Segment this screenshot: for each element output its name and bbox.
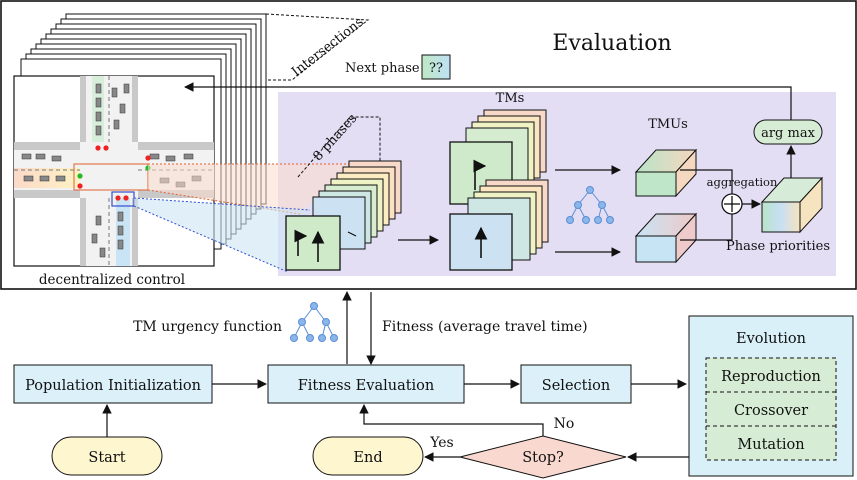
fitness-eval-label: Fitness Evaluation (298, 378, 435, 394)
tms-label: TMs (496, 91, 525, 106)
selection-label: Selection (542, 378, 610, 394)
population-init-box (13, 364, 213, 404)
argmax-label: arg max (761, 126, 815, 141)
tmu-top (634, 148, 698, 198)
population-init-label: Population Initialization (25, 378, 201, 394)
aggregation-label: aggregation (707, 175, 778, 189)
reproduction-label: Reproduction (721, 369, 821, 385)
stop-decision (459, 435, 627, 479)
evolution-inner (705, 357, 837, 461)
end-terminal (312, 436, 424, 476)
start-label: Start (88, 450, 125, 466)
tmu-bottom (634, 212, 698, 264)
next-phase-label: Next phase (345, 61, 420, 76)
selection-box (520, 364, 632, 404)
phase-priorities-label: Phase priorities (726, 239, 830, 254)
argmax-pill (753, 119, 823, 145)
crossover-label: Crossover (734, 403, 808, 419)
phase-stack (285, 160, 402, 271)
evaluation-title: Evaluation (552, 31, 671, 56)
next-phase-box (421, 54, 451, 80)
projection-blue (134, 198, 310, 272)
fitness-label: Fitness (average travel time) (382, 319, 588, 335)
next-phase-value: ?? (429, 61, 443, 76)
no-label: No (554, 416, 575, 432)
tmus-label: TMUs (648, 117, 688, 132)
end-label: End (353, 450, 382, 466)
stop-label: Stop? (522, 450, 564, 466)
projection-orange (148, 164, 350, 214)
tree-icon (290, 302, 338, 342)
evolution-title: Evolution (736, 331, 806, 347)
tree-icon (566, 186, 614, 224)
yes-label: Yes (429, 435, 454, 451)
tm-stack-top (449, 109, 547, 205)
intersections-bracket (265, 13, 370, 81)
mutation-label: Mutation (737, 437, 804, 453)
phase-priorities-prism (760, 176, 824, 234)
decentralized-label: decentralized control (39, 272, 185, 288)
tm-urgency-label: TM urgency function (133, 319, 282, 335)
